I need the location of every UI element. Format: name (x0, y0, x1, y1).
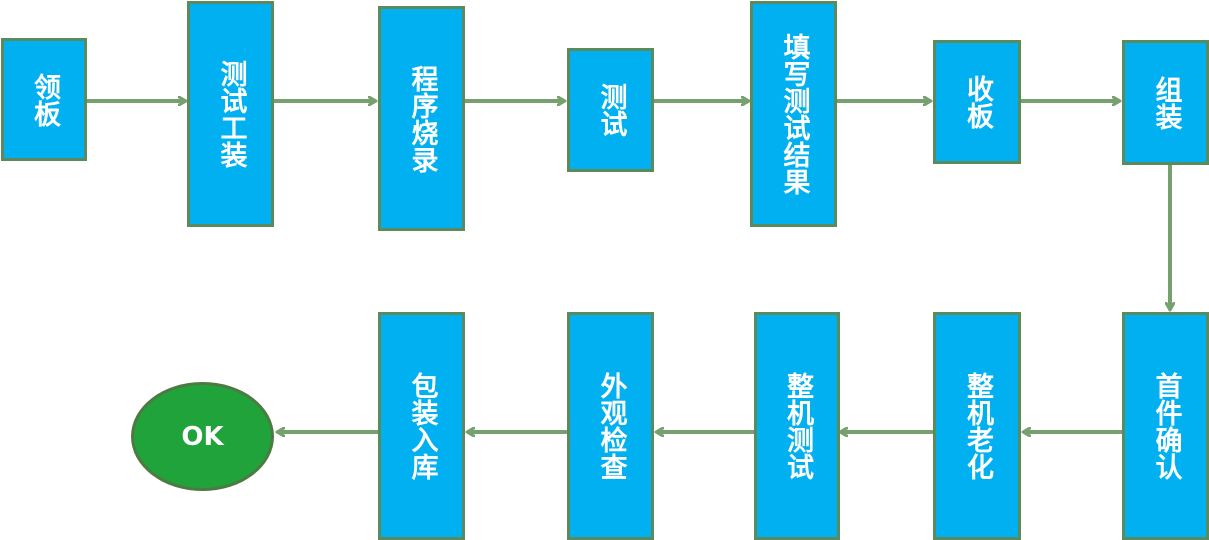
step-label-s1: 领板 (29, 72, 60, 127)
step-box-s7: 组装 (1122, 40, 1209, 165)
step-label-s10: 整机测试 (782, 372, 813, 480)
step-label-s3: 程序烧录 (406, 64, 438, 173)
step-box-s10: 整机测试 (754, 312, 840, 540)
step-box-s2: 测试工装 (187, 1, 274, 227)
step-label-s7: 组装 (1150, 75, 1182, 130)
end-node-ok: OK (131, 382, 274, 491)
step-box-s9: 整机老化 (933, 312, 1021, 540)
step-box-s11: 外观检查 (567, 312, 654, 540)
end-node-label: OK (181, 421, 224, 452)
step-label-s4: 测试 (595, 83, 627, 137)
step-box-s8: 首件确认 (1122, 312, 1209, 540)
step-label-s2: 测试工装 (215, 60, 247, 168)
step-box-s6: 收板 (933, 40, 1021, 164)
step-box-s5: 填写测试结果 (750, 1, 837, 227)
step-label-s12: 包装入库 (406, 372, 438, 480)
step-label-s9: 整机老化 (962, 372, 993, 480)
step-box-s1: 领板 (1, 38, 87, 161)
step-box-s12: 包装入库 (378, 312, 465, 540)
step-label-s11: 外观检查 (595, 372, 627, 480)
step-label-s6: 收板 (962, 75, 993, 129)
step-label-s8: 首件确认 (1150, 372, 1182, 480)
step-label-s5: 填写测试结果 (778, 33, 810, 195)
step-box-s3: 程序烧录 (378, 6, 465, 231)
step-box-s4: 测试 (567, 48, 654, 172)
